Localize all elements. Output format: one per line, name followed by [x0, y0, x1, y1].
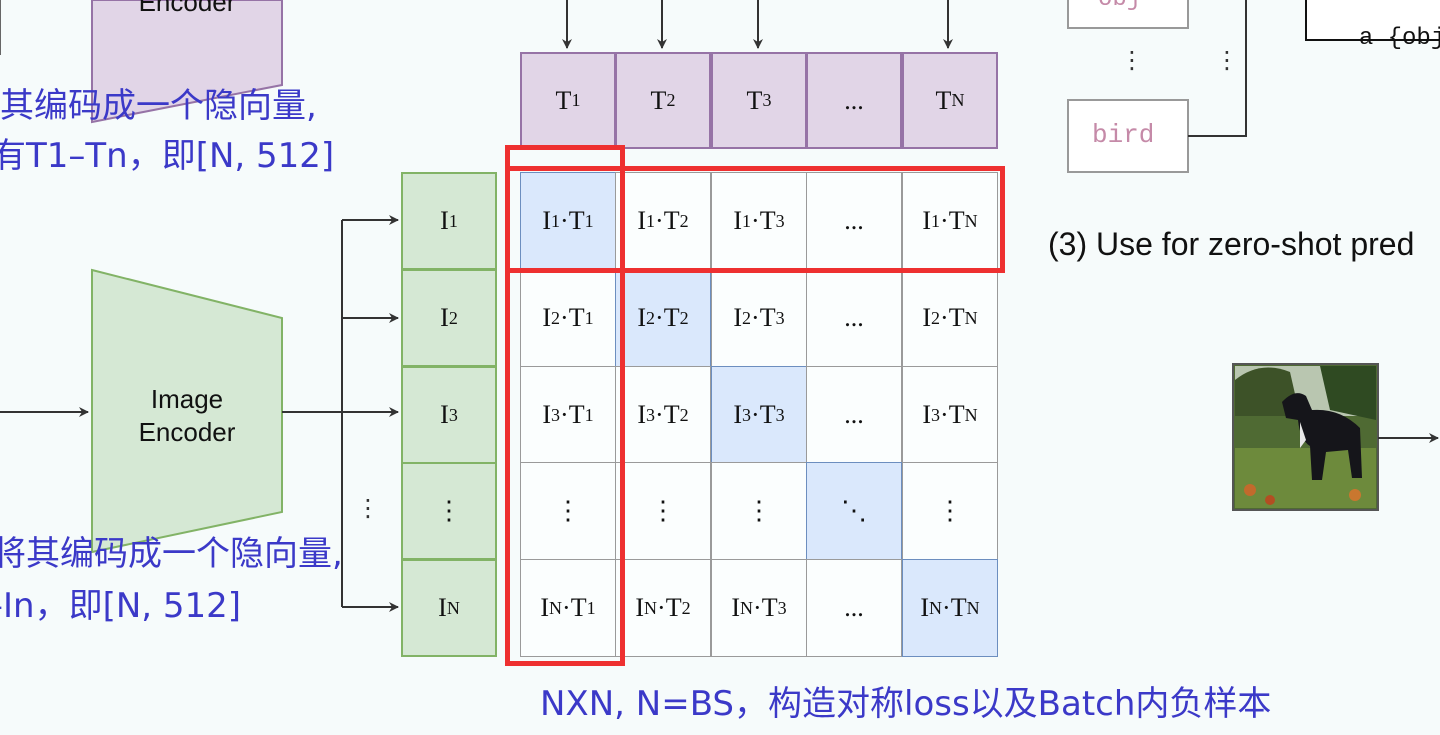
image-note-line2: –In，即[N, 512]	[0, 586, 242, 626]
text-note-line2: 有T1–Tn，即[N, 512]	[0, 136, 335, 176]
class-box-bird	[1067, 99, 1189, 173]
dog-photo	[1232, 363, 1379, 511]
matrix-cell-4-4: ⋱	[806, 462, 902, 560]
image-encoder-line2: Encoder	[138, 417, 236, 447]
text-encoder-shape	[91, 0, 283, 124]
matrix-caption: NXN, N=BS，构造对称loss以及Batch内负样本	[540, 684, 1272, 724]
matrix-cell-4-2: ⋮	[615, 462, 711, 560]
matrix-cell-4-3: ⋮	[711, 462, 807, 560]
text-note-line1: 将其编码成一个隐向量,	[0, 86, 317, 126]
text-encoder-label: Encoder	[138, 0, 236, 17]
prompt-text-value: a {obje	[1358, 25, 1440, 52]
matrix-cell-3-4: ...	[806, 366, 902, 464]
text-feature-4: ...	[806, 52, 902, 149]
image-feature-4: ⋮	[401, 462, 497, 560]
matrix-cell-2-4: ...	[806, 269, 902, 367]
image-encoder-shape	[91, 268, 283, 554]
matrix-cell-5-4: ...	[806, 559, 902, 657]
zero-shot-title: (3) Use for zero-shot pred	[1048, 226, 1415, 262]
class-dots-left: ⋮	[1120, 47, 1144, 74]
prompt-text: a {obje	[1330, 0, 1440, 52]
prompt-box	[1305, 0, 1440, 41]
image-encoder-label: Image Encoder	[92, 383, 282, 449]
highlight-first-row	[505, 166, 1005, 273]
matrix-cell-4-5: ⋮	[902, 462, 998, 560]
class-box-top	[1067, 0, 1189, 29]
class-label-top: obj	[1098, 0, 1141, 13]
image-note-line1: 将其编码成一个隐向量,	[0, 534, 343, 574]
highlight-first-column	[505, 145, 625, 666]
class-label-bird: bird	[1092, 120, 1155, 150]
image-encoder-line1: Image	[150, 384, 224, 414]
class-dots-right: ⋮	[1215, 47, 1239, 74]
image-column-dots: ⋮	[356, 495, 380, 522]
